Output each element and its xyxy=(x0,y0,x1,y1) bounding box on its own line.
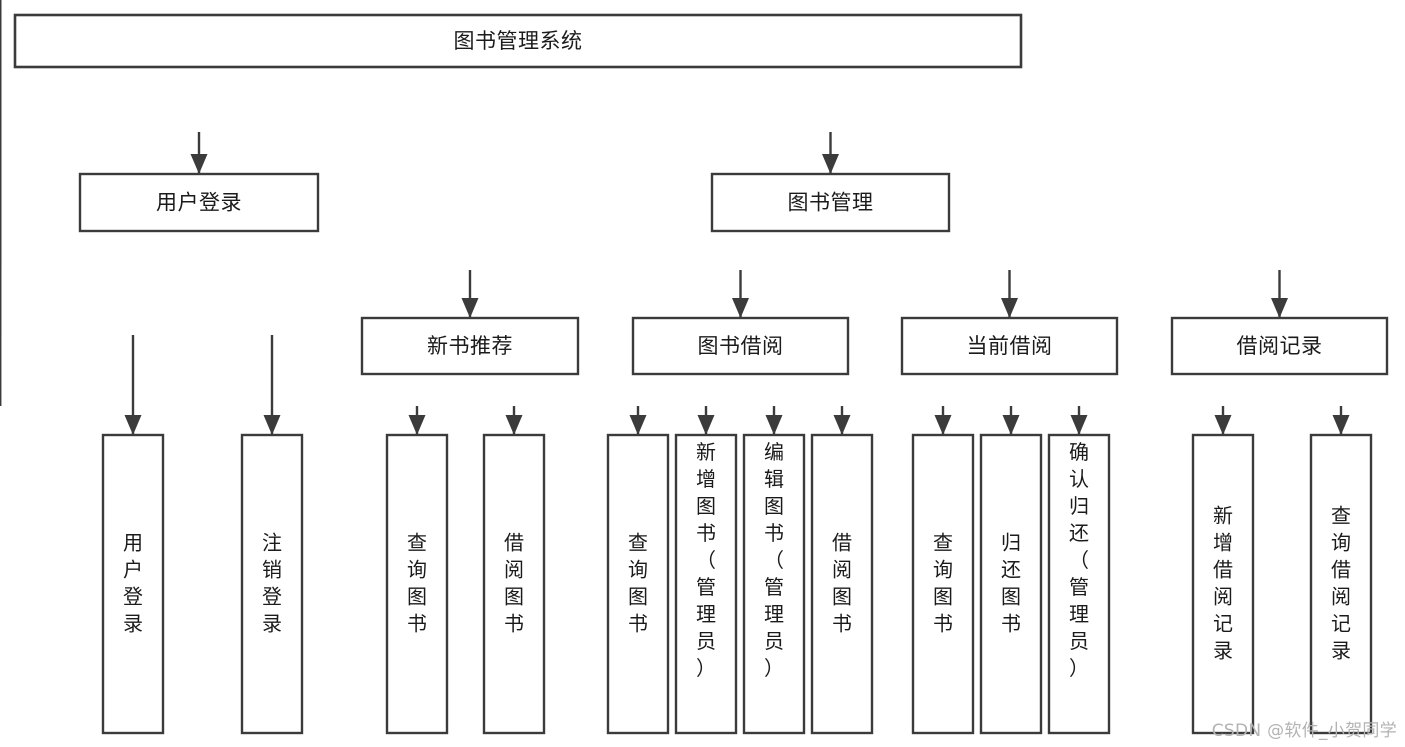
node-box xyxy=(13,13,1023,69)
arrow-head-icon xyxy=(1001,298,1018,318)
node-leaf-return-book[interactable]: 归还图书 xyxy=(979,433,1043,735)
node-label: 用户登录 xyxy=(123,530,143,635)
arrow-head-icon xyxy=(1070,415,1088,435)
node-label: 归还图书 xyxy=(1001,530,1021,635)
node-label: 新书推荐 xyxy=(427,334,513,358)
arrow-head-icon xyxy=(263,415,281,435)
node-box xyxy=(810,433,874,735)
node-box xyxy=(674,433,738,735)
node-box xyxy=(606,433,670,735)
node-box xyxy=(911,433,975,735)
connector-lines-group xyxy=(0,0,1350,435)
arrow-head-icon xyxy=(765,415,783,435)
node-label: 注销登录 xyxy=(262,530,282,635)
node-user-login[interactable]: 用户登录 xyxy=(78,172,320,233)
node-leaf-logout[interactable]: 注销登录 xyxy=(240,433,304,735)
node-label: 当前借阅 xyxy=(967,334,1053,358)
arrow-head-icon xyxy=(124,415,142,435)
node-label: 借阅图书 xyxy=(504,530,524,635)
node-box xyxy=(1309,433,1373,735)
node-box xyxy=(710,172,951,233)
node-label: 图书借阅 xyxy=(698,334,784,358)
node-leaf-query-borrow-record[interactable]: 查询借阅记录 xyxy=(1309,433,1373,735)
node-book-management[interactable]: 图书管理 xyxy=(710,172,951,233)
node-box xyxy=(631,316,850,376)
node-label: 借阅记录 xyxy=(1237,334,1323,358)
node-box xyxy=(900,316,1119,376)
node-label: 编辑图书（管理员） xyxy=(764,440,784,680)
node-leaf-confirm-return-admin[interactable]: 确认归还（管理员） xyxy=(1047,433,1111,735)
csdn-watermark: CSDN @软件_小贺同学 xyxy=(1211,721,1397,741)
node-new-book-recommend[interactable]: 新书推荐 xyxy=(360,316,580,376)
node-label: 查询图书 xyxy=(933,530,953,635)
node-label: 图书管理 xyxy=(788,191,874,215)
node-leaf-query-book-borrow[interactable]: 查询图书 xyxy=(606,433,670,735)
node-label: 新增借阅记录 xyxy=(1213,503,1233,662)
node-label: 查询图书 xyxy=(628,530,648,635)
node-label: 借阅图书 xyxy=(832,530,852,635)
node-leaf-borrow-book-recommend[interactable]: 借阅图书 xyxy=(482,433,546,735)
node-label: 查询图书 xyxy=(407,530,427,635)
node-box xyxy=(1047,433,1111,735)
node-box xyxy=(742,433,806,735)
node-leaf-query-book-current[interactable]: 查询图书 xyxy=(911,433,975,735)
arrow-head-icon xyxy=(461,298,479,318)
node-label: 用户登录 xyxy=(156,191,242,215)
node-box xyxy=(360,316,580,376)
arrow-head-icon xyxy=(1332,415,1350,435)
node-box xyxy=(1191,433,1255,735)
arrow-head-icon xyxy=(732,298,749,318)
arrow-head-icon xyxy=(408,415,426,435)
node-leaf-user-login[interactable]: 用户登录 xyxy=(101,433,165,735)
arrow-head-icon xyxy=(505,415,523,435)
node-current-borrow[interactable]: 当前借阅 xyxy=(900,316,1119,376)
node-root[interactable]: 图书管理系统 xyxy=(13,13,1023,69)
node-leaf-add-borrow-record[interactable]: 新增借阅记录 xyxy=(1191,433,1255,735)
node-label: 图书管理系统 xyxy=(454,29,583,53)
node-box xyxy=(78,172,320,233)
node-label: 查询借阅记录 xyxy=(1331,503,1351,662)
arrow-head-icon xyxy=(1271,298,1288,318)
arrow-head-icon xyxy=(934,415,952,435)
node-box xyxy=(101,433,165,735)
arrow-head-icon xyxy=(833,415,851,435)
arrow-head-icon xyxy=(629,415,647,435)
node-boxes-group: 图书管理系统用户登录图书管理新书推荐图书借阅当前借阅借阅记录用户登录注销登录查询… xyxy=(13,13,1389,735)
node-book-borrow[interactable]: 图书借阅 xyxy=(631,316,850,376)
node-leaf-add-book-admin[interactable]: 新增图书（管理员） xyxy=(674,433,738,735)
node-box xyxy=(240,433,304,735)
arrow-head-icon xyxy=(1214,415,1232,435)
arrow-head-icon xyxy=(1002,415,1020,435)
node-leaf-query-book-recommend[interactable]: 查询图书 xyxy=(385,433,449,735)
node-box xyxy=(482,433,546,735)
node-borrow-record[interactable]: 借阅记录 xyxy=(1170,316,1389,376)
arrow-head-icon xyxy=(822,154,839,174)
node-leaf-edit-book-admin[interactable]: 编辑图书（管理员） xyxy=(742,433,806,735)
node-label: 确认归还（管理员） xyxy=(1069,440,1089,680)
node-box xyxy=(1170,316,1389,376)
arrow-head-icon xyxy=(697,415,715,435)
node-leaf-borrow-book[interactable]: 借阅图书 xyxy=(810,433,874,735)
node-label: 新增图书（管理员） xyxy=(696,440,716,680)
node-box xyxy=(385,433,449,735)
arrow-head-icon xyxy=(190,154,208,174)
node-box xyxy=(979,433,1043,735)
